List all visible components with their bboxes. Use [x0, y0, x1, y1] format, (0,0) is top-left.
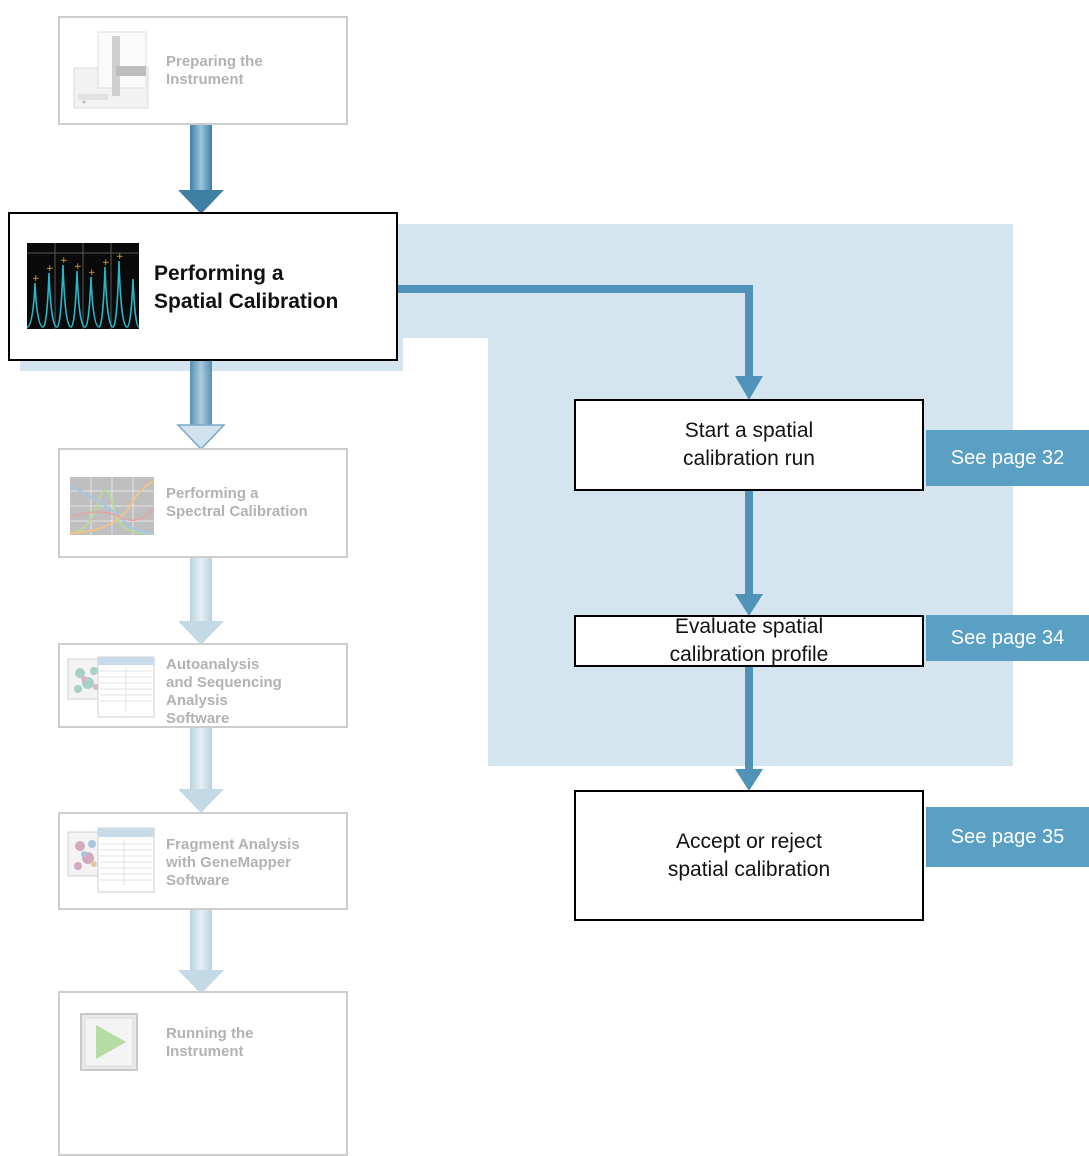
- substep-connector-head: [735, 376, 763, 400]
- substep-arrow-2: [735, 664, 763, 791]
- step-fragment-analysis: Fragment Analysis with GeneMapper Softwa…: [58, 812, 348, 910]
- svg-text:+: +: [74, 262, 82, 272]
- flow-arrow-2: [176, 359, 226, 451]
- page-ref-tag[interactable]: See page 32: [926, 430, 1089, 486]
- step-spectral-calibration: Performing a Spectral Calibration: [58, 448, 348, 558]
- spectral-curves-icon: [70, 477, 154, 535]
- svg-text:+: +: [102, 258, 110, 268]
- flow-arrow-4: [178, 727, 224, 813]
- spatial-peaks-icon: + + + + + + +: [27, 243, 139, 329]
- step-label: Running the Instrument: [166, 1025, 254, 1060]
- step-preparing-instrument: Preparing the Instrument: [58, 16, 348, 125]
- software-window-icon: [67, 656, 155, 718]
- svg-text:+: +: [88, 268, 96, 278]
- svg-text:+: +: [116, 252, 124, 262]
- step-spatial-calibration: + + + + + + + Performing a Spatial Calibrati…: [8, 212, 398, 361]
- svg-text:+: +: [32, 274, 40, 284]
- substep-label: Start a spatial calibration run: [683, 419, 815, 470]
- svg-text:+: +: [60, 256, 68, 266]
- substep-arrow-1: [735, 489, 763, 616]
- substep-evaluate-profile: Evaluate spatial calibration profile: [574, 615, 924, 667]
- step-label: Autoanalysis and Sequencing Analysis Sof…: [166, 656, 282, 727]
- substep-accept-reject: Accept or reject spatial calibration: [574, 790, 924, 921]
- step-label: Preparing the Instrument: [166, 53, 263, 88]
- flow-arrow-3: [178, 557, 224, 645]
- step-label: Performing a Spatial Calibration: [154, 262, 339, 313]
- page-ref-tag[interactable]: See page 34: [926, 615, 1089, 661]
- step-running-instrument: Running the Instrument: [58, 991, 348, 1156]
- play-icon: [80, 1013, 138, 1071]
- svg-text:+: +: [46, 264, 54, 274]
- page-ref-tag[interactable]: See page 35: [926, 807, 1089, 867]
- substep-connector: [396, 285, 753, 378]
- flow-arrow-1: [178, 124, 224, 214]
- substep-label: Accept or reject spatial calibration: [667, 829, 831, 881]
- step-label: Performing a Spectral Calibration: [166, 485, 308, 520]
- step-label: Fragment Analysis with GeneMapper Softwa…: [166, 836, 300, 889]
- substep-label: Evaluate spatial calibration profile: [669, 615, 829, 666]
- flow-arrow-5: [178, 908, 224, 994]
- step-autoanalysis-software: Autoanalysis and Sequencing Analysis Sof…: [58, 643, 348, 728]
- instrument-icon: [73, 31, 149, 109]
- substep-start-run: Start a spatial calibration run: [574, 399, 924, 491]
- genemapper-window-icon: [67, 827, 155, 893]
